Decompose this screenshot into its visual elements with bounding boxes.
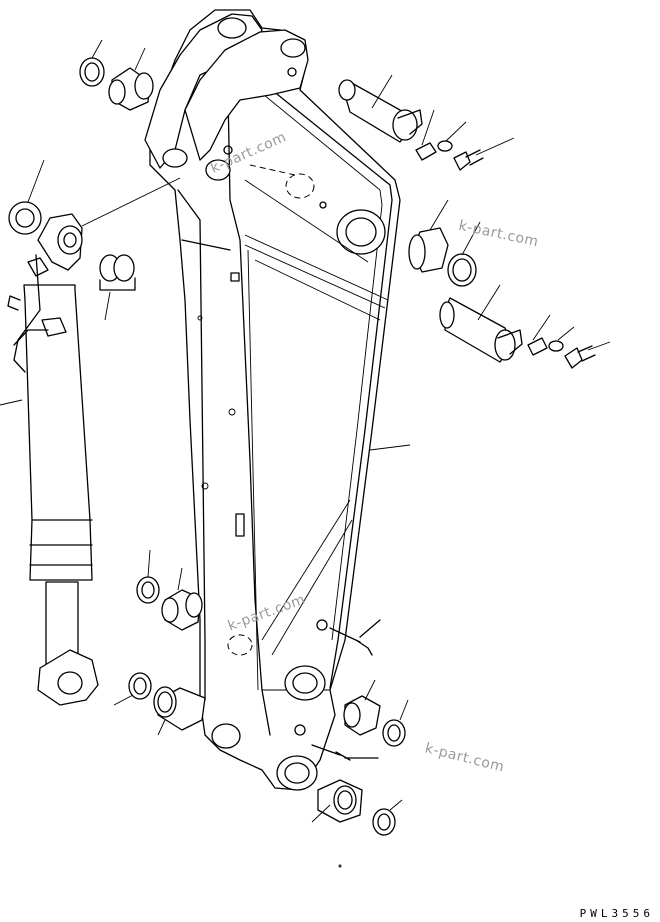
middle-pin-assembly (244, 179, 611, 451)
lower-right-bushings (311, 619, 409, 868)
lower-left-bushings (113, 549, 206, 736)
top-pin-assembly (338, 74, 515, 171)
top-bushing (79, 39, 154, 111)
cylinder-assembly (0, 159, 181, 706)
drawing-code: PWL3556 (579, 907, 654, 920)
arm-body (144, 9, 401, 791)
